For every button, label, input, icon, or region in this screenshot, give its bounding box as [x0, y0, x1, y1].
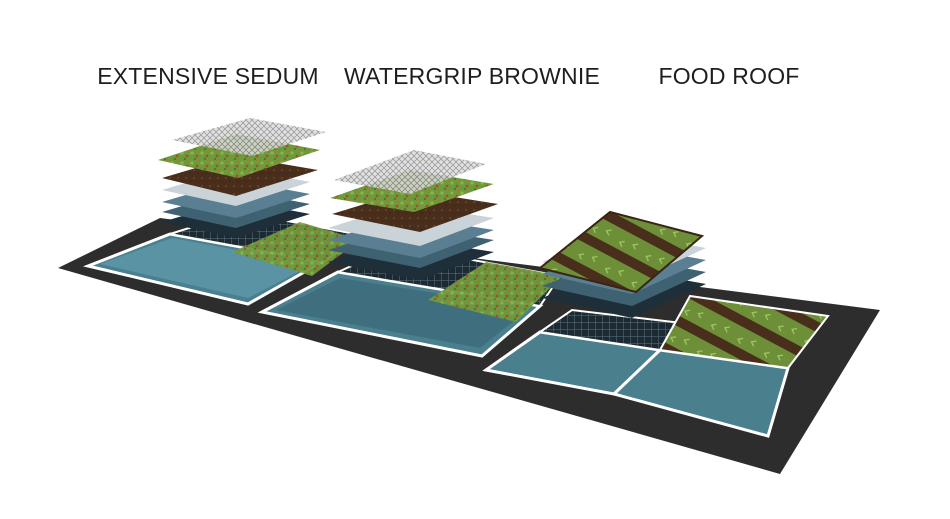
extensive-sedum-title: EXTENSIVE SEDUM [97, 63, 319, 89]
sedum-base-trays [82, 210, 369, 306]
sedum-layer-stack [158, 118, 326, 238]
food-roof-layer-stack [537, 210, 706, 318]
food-roof-title: FOOD ROOF [658, 63, 800, 89]
watergrip-base-trays [257, 244, 562, 358]
watergrip-brownie-title: WATERGRIP BROWNIE [344, 63, 600, 89]
food-roof-base-trays [482, 294, 830, 438]
watergrip-layer-stack [328, 150, 498, 280]
